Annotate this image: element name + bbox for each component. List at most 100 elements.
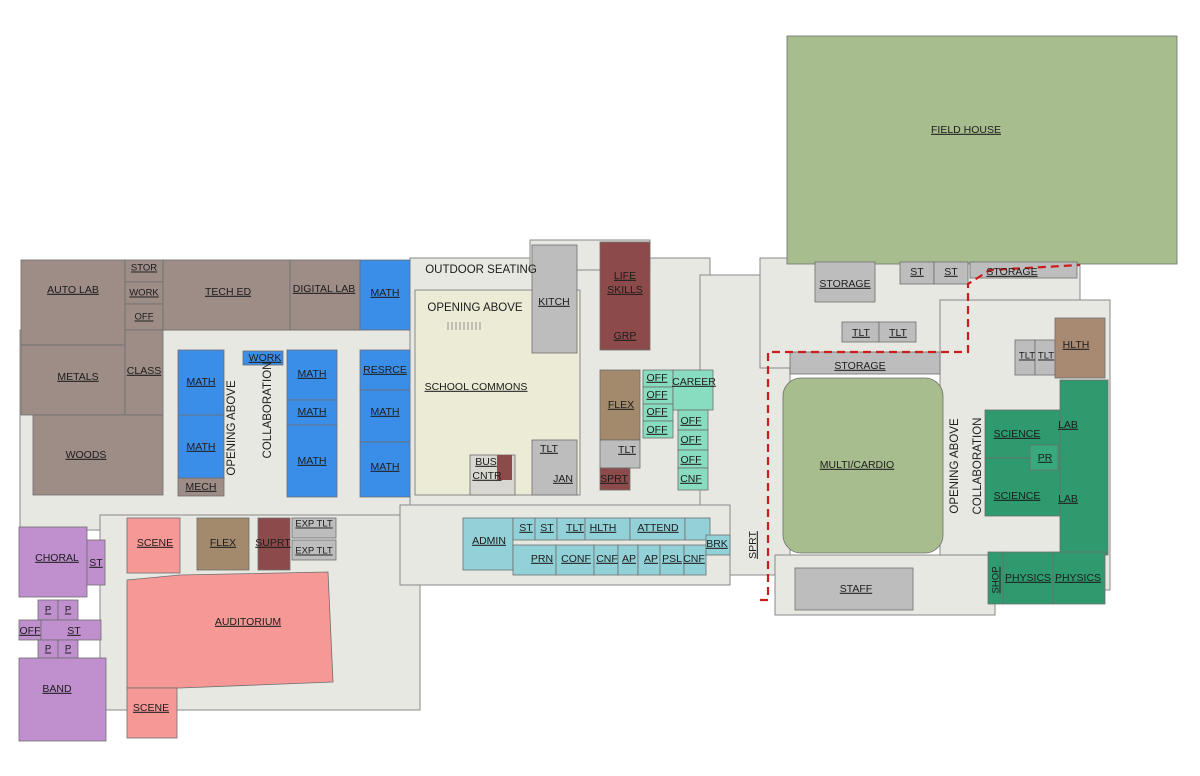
stair-grille	[447, 322, 481, 330]
label-tlt-gym2: TLT	[889, 327, 907, 339]
math-rooms	[177, 259, 411, 498]
label-off-tech: OFF	[135, 312, 154, 323]
label-multi-cardio: MULTI/CARDIO	[820, 459, 894, 471]
sprt-mid-room	[599, 467, 631, 491]
label-exp-tlt-2: EXP TLT	[295, 546, 333, 557]
label-life-1: LIFE	[614, 270, 636, 282]
staff-room	[794, 567, 914, 611]
label-resrce: RESRCE	[363, 364, 407, 376]
digital-lab-room	[289, 259, 361, 331]
label-scene-bottom: SCENE	[133, 702, 169, 714]
label-suprt: SUPRT	[255, 537, 291, 549]
label-math-7: MATH	[371, 461, 400, 473]
band-room	[18, 657, 107, 742]
room-labels: AUTO LAB STOR WORK OFF TECH ED DIGITAL L…	[20, 124, 1102, 714]
label-opening-above-math: OPENING ABOVE	[226, 380, 238, 476]
label-st-a1: ST	[519, 522, 533, 534]
security-boundary-line	[760, 263, 1081, 602]
label-band: BAND	[42, 683, 72, 695]
admin-suite	[462, 517, 731, 576]
storage-fh-room	[814, 261, 876, 303]
label-cnf-a2: CNF	[683, 553, 705, 565]
label-digital-lab: DIGITAL LAB	[293, 283, 355, 295]
label-work-tech: WORK	[129, 288, 159, 299]
label-life-2: SKILLS	[607, 284, 643, 296]
label-physics-2: PHYSICS	[1055, 572, 1101, 584]
label-grp: GRP	[614, 330, 637, 342]
label-cnf-a1: CNF	[596, 553, 618, 565]
label-tlt-gym1: TLT	[852, 327, 870, 339]
multi-cardio-room	[782, 377, 944, 554]
math-room-1	[177, 349, 225, 416]
label-admin: ADMIN	[472, 535, 506, 547]
label-math-3: MATH	[298, 368, 327, 380]
label-st-choral: ST	[89, 557, 103, 569]
kitchen	[531, 244, 578, 354]
label-p4: P	[65, 644, 71, 655]
bus-center-accent	[497, 455, 512, 480]
career-offices	[642, 369, 714, 491]
label-collaboration-left: COLLABORATION	[262, 362, 274, 459]
label-sprt-east: SPRT	[747, 531, 759, 559]
label-tlt-e1: TLT	[1019, 351, 1035, 362]
label-off-3: OFF	[647, 406, 668, 418]
label-shop: SHOP	[991, 567, 1002, 594]
label-work-mid: WORK	[249, 352, 282, 364]
label-off-2: OFF	[647, 389, 668, 401]
commons-area	[414, 244, 581, 496]
label-math-top: MATH	[371, 287, 400, 299]
label-st-a2: ST	[540, 522, 554, 534]
auto-lab-room	[20, 259, 126, 346]
woods-room	[32, 414, 164, 496]
label-p1: P	[45, 605, 51, 616]
label-physics-1: PHYSICS	[1005, 572, 1051, 584]
label-science-1: SCIENCE	[994, 428, 1041, 440]
hlth-east-room	[1054, 317, 1106, 379]
label-st-fh2: ST	[944, 266, 958, 278]
label-p2: P	[65, 605, 71, 616]
suprt-room	[257, 517, 291, 571]
label-collaboration-east: COLLABORATION	[972, 418, 984, 515]
label-opening-above-commons: OPENING ABOVE	[427, 302, 523, 314]
math-room-5	[286, 424, 338, 498]
label-auditorium: AUDITORIUM	[215, 616, 281, 628]
metals-room	[20, 344, 126, 416]
tlt-commons-room	[531, 439, 578, 496]
tech-ed-room	[162, 259, 291, 331]
tlt-flex-room	[599, 439, 641, 469]
scene-bottom-room	[126, 687, 178, 739]
label-lab-1: LAB	[1058, 419, 1078, 431]
support-rooms	[599, 241, 651, 491]
label-off-7: OFF	[681, 454, 702, 466]
class-room	[124, 329, 164, 416]
label-field-house: FIELD HOUSE	[931, 124, 1001, 136]
label-tlt-commons: TLT	[540, 443, 558, 455]
label-tech-ed: TECH ED	[205, 286, 252, 298]
label-hlth-e: HLTH	[1063, 339, 1090, 351]
resrce-room	[359, 349, 411, 391]
label-pr: PR	[1038, 452, 1053, 464]
math-room-top	[359, 259, 411, 331]
label-bus-1: BUS	[475, 456, 497, 468]
label-lab-2: LAB	[1058, 493, 1078, 505]
label-sprt-mid: SPRT	[600, 473, 628, 485]
label-choral: CHORAL	[35, 552, 79, 564]
label-flex-mid: FLEX	[608, 399, 634, 411]
label-hlth-a: HLTH	[590, 522, 617, 534]
label-career: CAREER	[672, 376, 716, 388]
label-mech: MECH	[186, 481, 217, 493]
field-house	[786, 35, 1178, 265]
label-off-6: OFF	[681, 434, 702, 446]
field-house-zone	[782, 35, 1178, 611]
science-wing	[984, 379, 1109, 605]
label-off-1: OFF	[647, 372, 668, 384]
label-stor: STOR	[131, 263, 157, 274]
math-room-7	[359, 441, 411, 498]
label-brk: BRK	[706, 538, 728, 550]
music-wing	[18, 526, 107, 742]
label-scene-top: SCENE	[137, 537, 173, 549]
label-prn: PRN	[531, 553, 553, 565]
life-skills-room	[599, 241, 651, 351]
label-math-4: MATH	[298, 406, 327, 418]
label-conf: CONF	[561, 553, 591, 565]
